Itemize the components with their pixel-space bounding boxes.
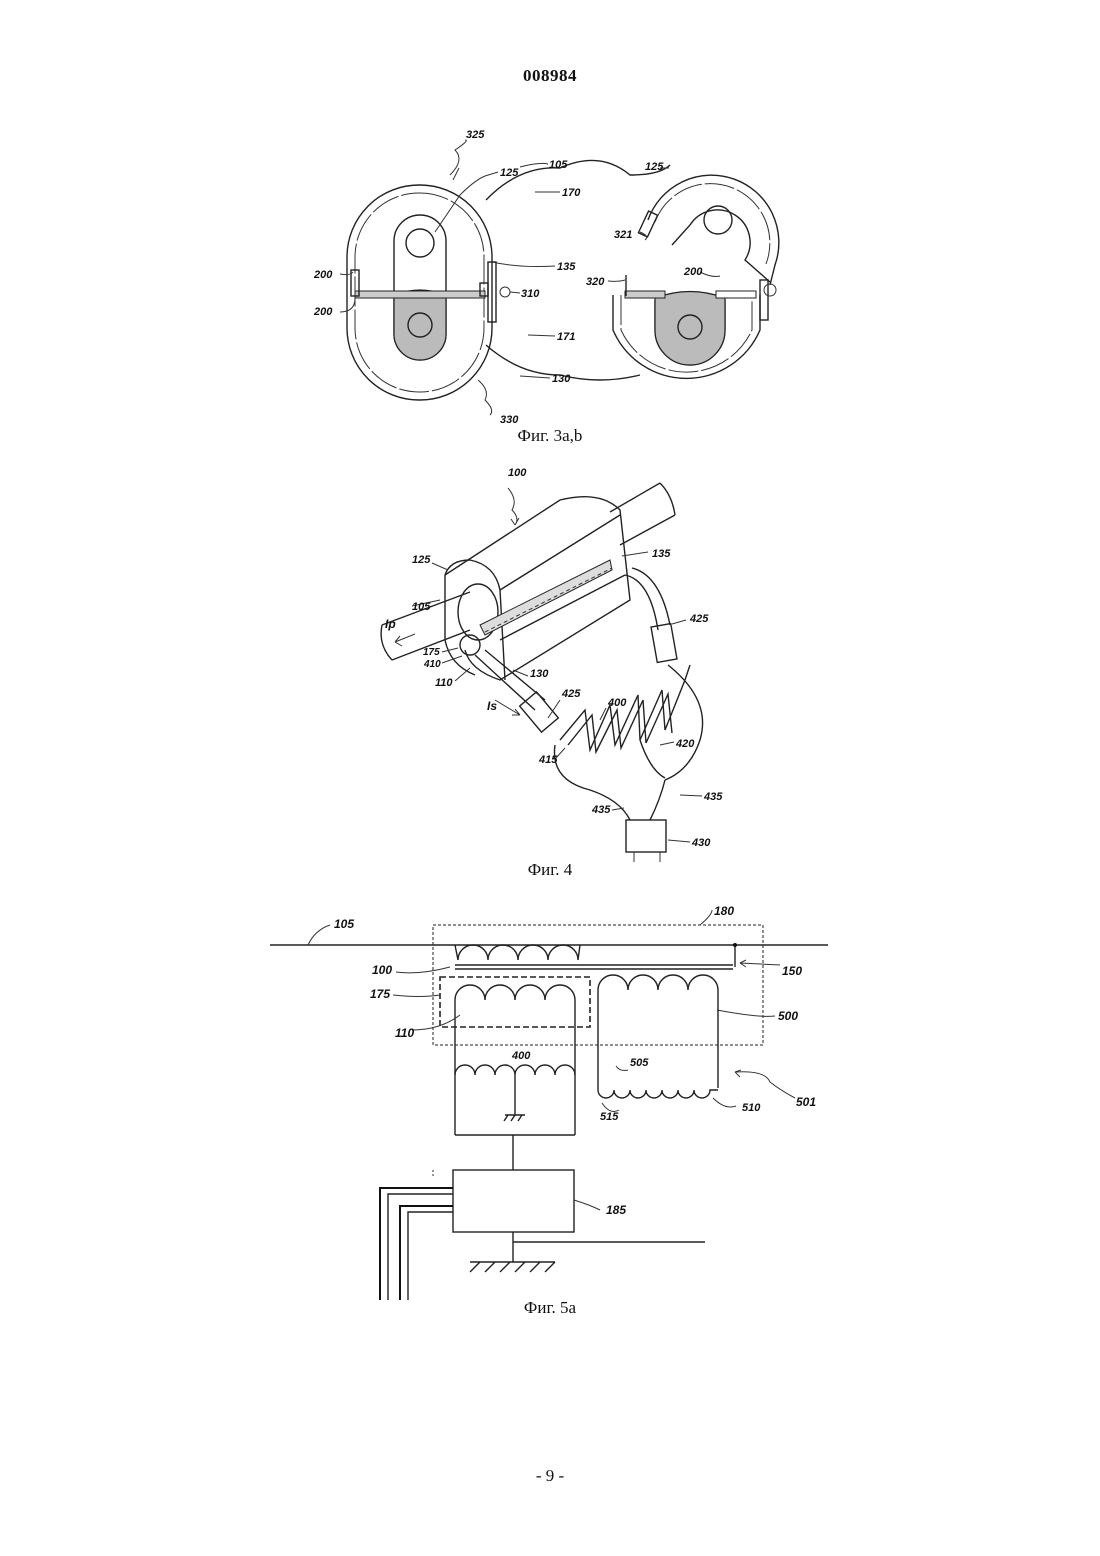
fig5a-label-400: 400 — [511, 1050, 531, 1062]
fig5a-label-510: 510 — [742, 1102, 761, 1114]
fig4-label-415: 415 — [538, 754, 558, 766]
fig3-label-105: 105 — [549, 159, 568, 171]
fig5a-label-175: 175 — [370, 987, 390, 1001]
fig3-label-320: 320 — [586, 276, 605, 288]
fig4-label-125: 125 — [412, 554, 431, 566]
fig4-caption: Фиг. 4 — [400, 860, 700, 880]
fig3-label-200-lower-left: 200 — [313, 306, 333, 318]
fig4-label-420: 420 — [675, 738, 695, 750]
fig5a-label-105: 105 — [334, 917, 354, 931]
fig4-label-425-right: 425 — [689, 613, 709, 625]
figure-5a: 105 180 150 100 175 110 500 400 505 501 … — [0, 895, 1100, 1315]
fig5a-label-500: 500 — [778, 1009, 798, 1023]
fig5a-label-110: 110 — [395, 1026, 414, 1040]
fig4-label-175: 175 — [423, 647, 440, 658]
fig3-label-171: 171 — [557, 331, 575, 343]
fig3-label-330: 330 — [500, 414, 519, 426]
fig4-label-430: 430 — [691, 837, 711, 849]
fig5a-label-180: 180 — [714, 904, 734, 918]
fig3-label-170: 170 — [562, 187, 581, 199]
fig4-label-105: 105 — [412, 601, 431, 613]
fig5a-label-185: 185 — [606, 1203, 626, 1217]
fig4-label-Is: Is — [487, 699, 497, 713]
fig4-label-Ip: Ip — [385, 617, 396, 631]
fig3-left-unit — [347, 185, 510, 400]
fig3-label-130: 130 — [552, 373, 571, 385]
fig3-label-135: 135 — [557, 261, 576, 273]
page-number: - 9 - — [0, 1466, 1100, 1486]
fig5a-label-100: 100 — [372, 963, 392, 977]
fig4-label-425-left: 425 — [561, 688, 581, 700]
fig3-label-125-right: 125 — [645, 161, 664, 173]
fig4-label-435-right: 435 — [703, 791, 723, 803]
fig5a-label-505: 505 — [630, 1057, 649, 1069]
figure-4: 100 125 135 105 Ip 175 410 130 110 425 4… — [0, 460, 1100, 880]
fig5a-label-515: 515 — [600, 1111, 619, 1123]
fig4-label-410: 410 — [423, 659, 441, 670]
fig4-label-110: 110 — [435, 677, 453, 689]
fig3-label-325: 325 — [466, 129, 485, 141]
fig4-label-135: 135 — [652, 548, 671, 560]
fig4-label-130: 130 — [530, 668, 549, 680]
fig4-label-435-left: 435 — [591, 804, 611, 816]
fig3-caption: Фиг. 3a,b — [400, 426, 700, 446]
fig4-label-100: 100 — [508, 467, 527, 479]
fig4-label-400: 400 — [607, 697, 627, 709]
fig5a-label-501: 501 — [796, 1095, 816, 1109]
fig3-label-321: 321 — [614, 229, 632, 241]
fig3-label-200-upper-left: 200 — [313, 269, 333, 281]
fig5a-caption: Фиг. 5a — [400, 1298, 700, 1318]
figure-3ab: 325 105 125 125 170 321 200 135 320 200 … — [0, 0, 1100, 440]
fig5a-label-150: 150 — [782, 964, 802, 978]
fig3-label-310: 310 — [521, 288, 540, 300]
fig3-label-125-left: 125 — [500, 167, 519, 179]
fig3-label-200-right: 200 — [683, 266, 703, 278]
